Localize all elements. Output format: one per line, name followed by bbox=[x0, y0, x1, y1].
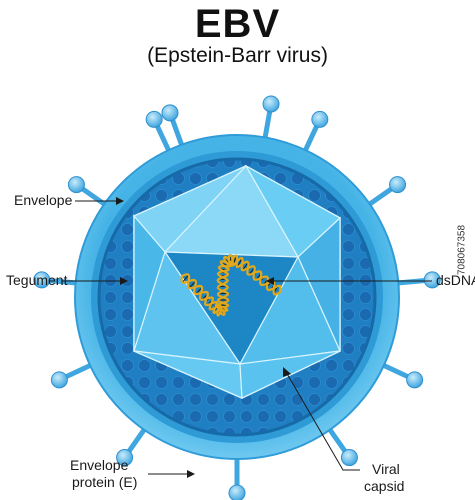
spike-knob bbox=[423, 271, 441, 289]
spike-knob bbox=[67, 176, 85, 194]
viral-capsid-label-line2: capsid bbox=[364, 478, 404, 494]
envelope-arrowhead bbox=[116, 197, 124, 205]
tegument-label: Tegument bbox=[6, 272, 68, 288]
spike-knob bbox=[50, 371, 68, 389]
dna-strand-b bbox=[181, 254, 281, 317]
spike-knob bbox=[340, 449, 358, 467]
dna-base-pair bbox=[236, 258, 243, 268]
envelope-protein-spikes bbox=[33, 95, 441, 500]
leader-lines bbox=[62, 200, 432, 475]
dna-base-pair bbox=[188, 280, 197, 289]
dsdna-arrowhead bbox=[266, 277, 274, 285]
dsdna-helix bbox=[180, 253, 282, 317]
dna-base-pair bbox=[181, 274, 190, 283]
viral-capsid bbox=[133, 164, 342, 399]
spike-knob bbox=[116, 449, 134, 467]
envelope-label: Envelope bbox=[14, 192, 73, 208]
leader-arrows bbox=[116, 197, 291, 478]
envelope-protein-label-line1: Envelope bbox=[70, 457, 129, 473]
spike-knob bbox=[311, 110, 329, 128]
diagram-subtitle: (Epstein-Barr virus) bbox=[147, 44, 328, 67]
envelope-protein-label-line2: protein (E) bbox=[72, 474, 137, 490]
spike-knob bbox=[228, 484, 246, 500]
spike-knob bbox=[33, 271, 51, 289]
tegument-shade bbox=[97, 157, 377, 437]
diagram-title: EBV bbox=[194, 2, 281, 46]
envelope-protein-arrowhead bbox=[187, 470, 195, 478]
stock-image-id: 708067358 bbox=[456, 224, 468, 276]
spike-knob bbox=[145, 110, 163, 128]
spike-knob bbox=[262, 95, 280, 113]
viral-capsid-label-line1: Viral bbox=[372, 461, 400, 477]
dsdna-label: dsDNA bbox=[436, 272, 475, 288]
spike-knob bbox=[161, 104, 179, 122]
viral-capsid-arrowhead bbox=[283, 367, 291, 377]
viral-capsid-leader bbox=[285, 371, 360, 471]
capsid-face-bottom-2 bbox=[239, 350, 341, 399]
spike-knob bbox=[406, 371, 424, 389]
tegument-arrowhead bbox=[120, 277, 128, 285]
spike-knob bbox=[389, 176, 407, 194]
